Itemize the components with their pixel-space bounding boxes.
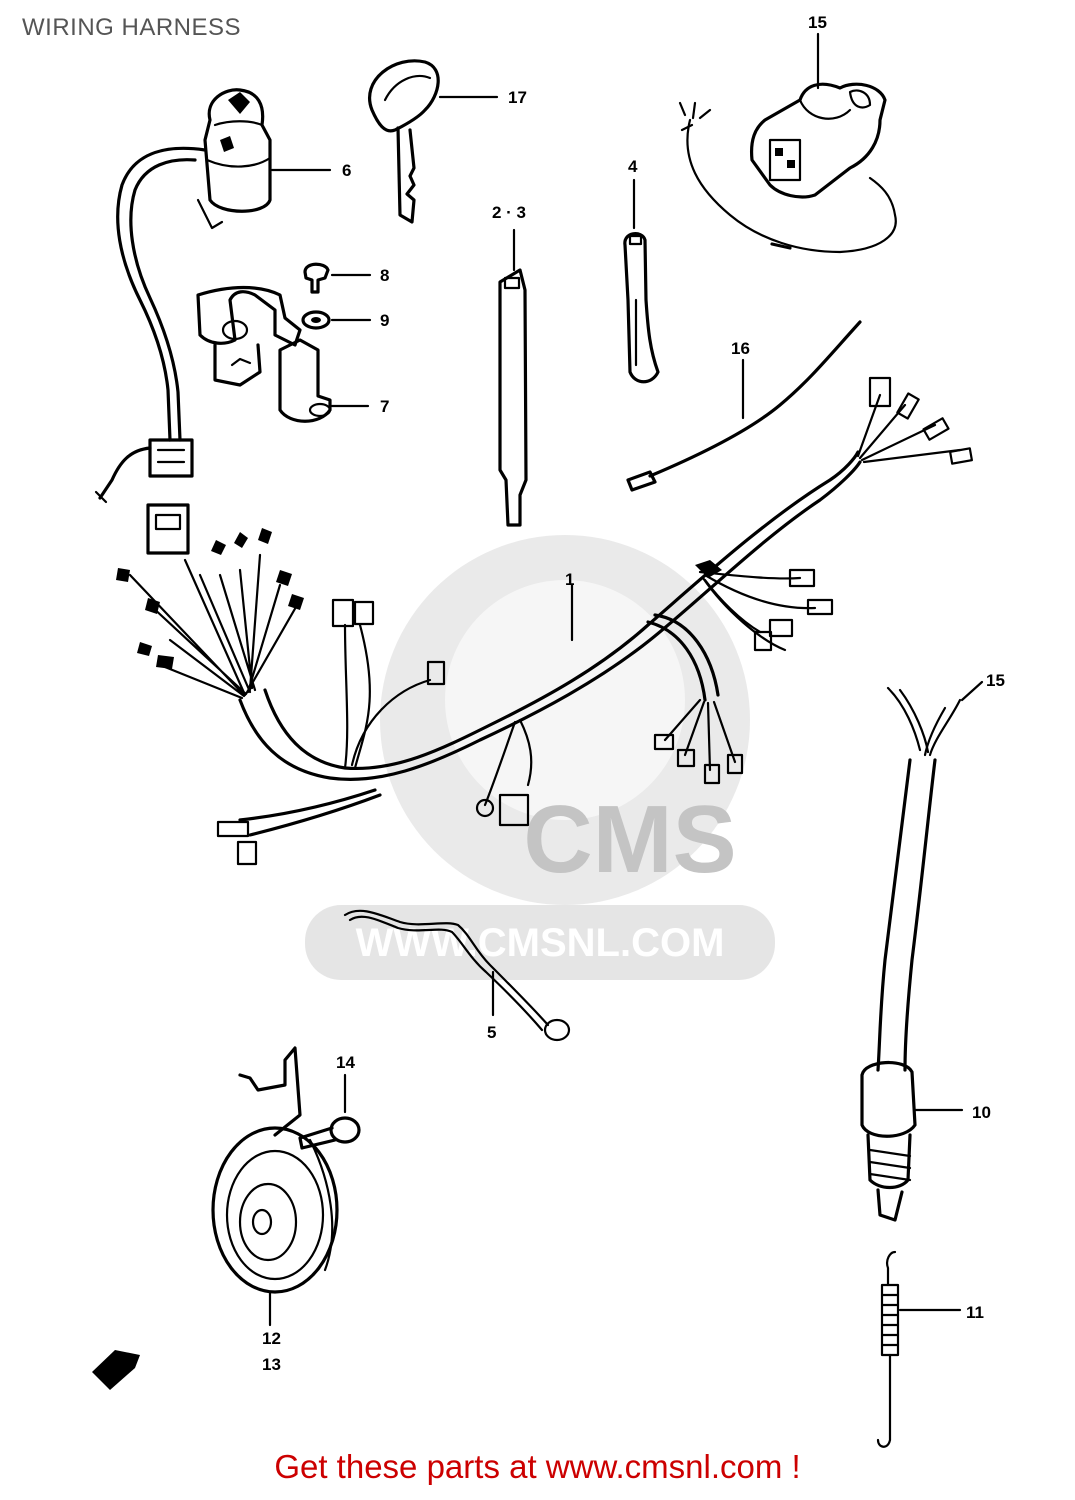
part-4-clamp-icon	[623, 178, 660, 384]
callout-14: 14	[336, 1053, 355, 1072]
watermark-site: WWW.CMSNL.COM	[356, 921, 725, 965]
watermark-brand: CMS	[523, 786, 736, 893]
part-5-lead-wire-icon	[343, 909, 571, 1042]
footer-cta-link[interactable]: Get these parts at www.cmsnl.com !	[274, 1448, 801, 1485]
part-12-horn-icon	[211, 1046, 339, 1327]
page-title: WIRING HARNESS	[22, 14, 242, 41]
callout-15-side-leader	[960, 680, 984, 702]
part-11-spring-icon	[876, 1250, 962, 1448]
callout-7: 7	[380, 397, 389, 416]
callout-15: 15	[808, 13, 827, 32]
callout-11: 11	[966, 1303, 984, 1322]
callout-2-3: 2 · 3	[492, 203, 526, 222]
callout-6: 6	[342, 161, 351, 180]
callout-8: 8	[380, 266, 389, 285]
callout-15-side: 15	[986, 671, 1005, 690]
part-2-3-band-icon	[498, 228, 528, 527]
part-1-main-harness-icon	[116, 376, 973, 866]
cms-watermark: CMS WWW.CMSNL.COM	[305, 535, 775, 980]
callout-17: 17	[508, 88, 527, 107]
callout-4: 4	[628, 157, 638, 176]
part-16-cable-icon	[626, 320, 862, 492]
part-10-switch-icon	[860, 686, 964, 1222]
part-14-bolt-icon	[298, 1073, 361, 1150]
front-arrow-icon	[92, 1350, 140, 1390]
part-8-bolt-icon	[303, 262, 372, 294]
part-9-washer-icon	[301, 310, 372, 330]
callout-10: 10	[972, 1103, 991, 1122]
callout-16: 16	[731, 339, 750, 358]
callout-5: 5	[487, 1023, 496, 1042]
part-6-ignition-switch-icon	[94, 88, 332, 504]
part-15-handlebar-switch-icon	[678, 32, 897, 254]
callout-12: 12	[262, 1329, 281, 1348]
part-7-bracket-icon	[196, 285, 370, 423]
callout-13: 13	[262, 1355, 281, 1374]
part-17-key-icon	[368, 59, 499, 224]
callout-9: 9	[380, 311, 389, 330]
callout-1: 1	[565, 570, 574, 589]
